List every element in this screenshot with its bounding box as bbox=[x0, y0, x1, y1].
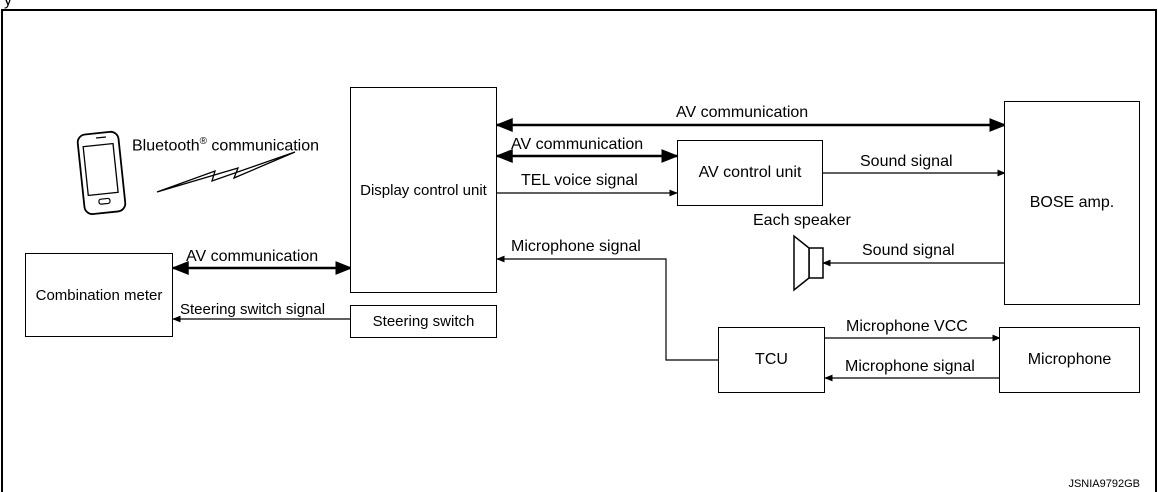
av-comm-meter-label: AV communication bbox=[186, 248, 319, 265]
av-control-unit-box: AV control unit bbox=[677, 140, 823, 206]
sound-signal-1-label: Sound signal bbox=[860, 153, 953, 170]
microphone-signal-1-line bbox=[496, 255, 718, 361]
figure-code: JSNIA9792GB bbox=[1068, 478, 1140, 490]
av-comm-top-label: AV communication bbox=[676, 104, 809, 121]
microphone-vcc-label: Microphone VCC bbox=[846, 318, 968, 335]
speaker-icon bbox=[793, 234, 824, 292]
microphone-signal-1-label: Microphone signal bbox=[511, 238, 641, 255]
microphone-signal-2-label: Microphone signal bbox=[845, 358, 975, 375]
sound-signal-2-label: Sound signal bbox=[862, 242, 955, 259]
frame bbox=[1, 9, 1157, 492]
bose-amp-box: BOSE amp. bbox=[1004, 101, 1140, 305]
tel-voice-label: TEL voice signal bbox=[521, 172, 638, 189]
each-speaker-label: Each speaker bbox=[753, 212, 851, 229]
combination-meter-box: Combination meter bbox=[25, 253, 173, 337]
header-fragment: y bbox=[4, 0, 12, 9]
display-control-unit-box: Display control unit bbox=[350, 87, 497, 293]
av-comm-mid-label: AV communication bbox=[511, 136, 644, 153]
steering-switch-box: Steering switch bbox=[350, 305, 497, 338]
microphone-box: Microphone bbox=[999, 327, 1140, 393]
bluetooth-rest: communication bbox=[206, 137, 320, 155]
lightning-icon bbox=[156, 151, 296, 193]
tcu-box: TCU bbox=[718, 327, 825, 393]
steering-switch-signal-label: Steering switch signal bbox=[180, 301, 326, 318]
registered-mark: ® bbox=[199, 136, 207, 147]
bluetooth-label: Bluetooth® communication bbox=[132, 133, 319, 155]
smartphone-icon bbox=[76, 130, 127, 215]
bluetooth-name: Bluetooth bbox=[132, 137, 200, 155]
